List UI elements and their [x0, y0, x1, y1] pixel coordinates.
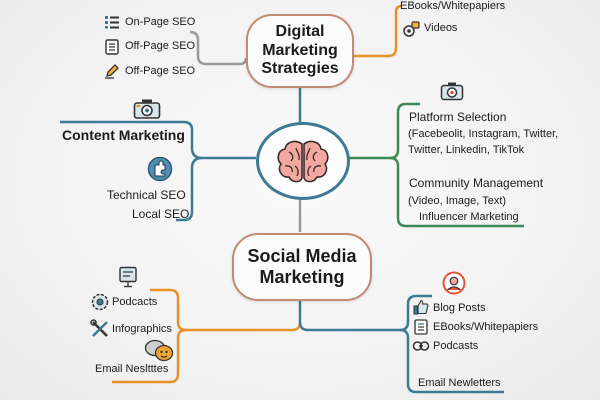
bottom-box-line-1: Social Media — [247, 246, 357, 267]
seo-item-1: On-Page SEO — [125, 16, 196, 28]
influencer-marketing-label: Influencer Marketing — [419, 211, 519, 223]
bottom-right-document-icon — [414, 319, 428, 335]
document-list-icon — [105, 39, 119, 55]
bottom-left-email: Email Nesltttes — [95, 363, 169, 375]
presentation-board-icon — [119, 266, 137, 288]
puzzle-icon — [147, 156, 173, 182]
tools-icon — [90, 319, 108, 337]
top-box-line-3: Strategies — [261, 60, 339, 78]
platform-line-1: (Facebeolit, Instagram, Twitter, — [408, 128, 559, 140]
bottom-right-blog: Blog Posts — [433, 302, 486, 314]
video-gear-icon — [403, 21, 420, 37]
chat-bubbles-icon — [144, 339, 174, 362]
top-videos-label: Videos — [424, 22, 458, 34]
central-brain-node — [256, 122, 350, 200]
top-box-line-1: Digital — [275, 23, 325, 41]
bottom-box-line-2: Marketing — [259, 267, 345, 287]
bottom-right-ebooks: EBooks/Whitepapiers — [433, 321, 539, 333]
social-media-marketing-box: Social Media Marketing — [232, 233, 372, 301]
bottom-left-infographics: Infographics — [112, 323, 172, 335]
podcast-link-icon — [412, 341, 430, 351]
platform-line-2: Twitter, Linkedin, TikTok — [408, 144, 525, 156]
thumbs-up-icon — [413, 299, 429, 315]
top-box-line-2: Marketing — [262, 41, 338, 59]
top-ebooks-label: EBooks/Whitepapiers — [400, 0, 506, 12]
seo-item-2: Off-Page SEO — [125, 40, 196, 52]
camera-icon — [133, 99, 161, 119]
technical-seo-label: Technical SEO — [107, 188, 186, 202]
seo-item-3: Off-Page SEO — [125, 65, 196, 77]
content-marketing-title: Content Marketing — [62, 127, 185, 143]
pencil-icon — [105, 64, 119, 79]
bottom-right-email: Email Newletters — [418, 377, 501, 389]
podcast-gear-icon — [91, 293, 109, 311]
community-management-title: Community Management — [409, 176, 544, 190]
local-seo-label: Local SEO — [132, 207, 190, 221]
list-icon — [105, 16, 119, 29]
bottom-right-podcasts: Podcasts — [433, 340, 479, 352]
bottom-left-podcasts: Podcacts — [112, 296, 158, 308]
user-avatar-icon — [442, 271, 466, 295]
social-camera-icon — [440, 82, 464, 101]
platform-selection-title: Platform Selection — [409, 110, 507, 124]
digital-marketing-strategies-box: Digital Marketing Strategies — [246, 14, 354, 88]
brain-icon — [277, 140, 329, 183]
community-line: (Video, Image, Text) — [408, 195, 507, 207]
